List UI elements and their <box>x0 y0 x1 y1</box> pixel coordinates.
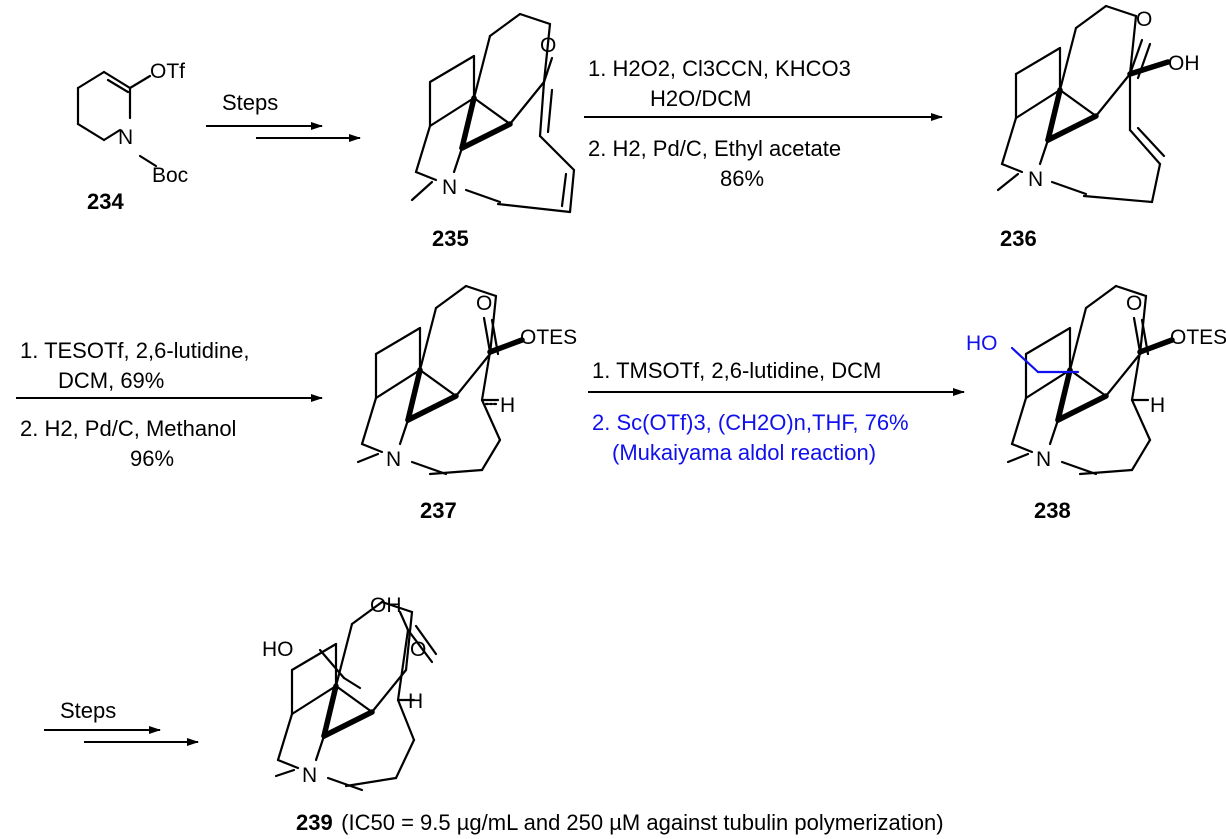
reaction-arrow-3: 1. TESOTf, 2,6-lutidine, DCM, 69% 2. H2,… <box>16 338 323 471</box>
compound-number-239: 239 <box>296 810 333 835</box>
compound-number-235: 235 <box>432 226 469 251</box>
atom-otes: OTES <box>1170 326 1226 349</box>
atom-h: H <box>408 690 423 713</box>
atom-o: O <box>476 292 492 315</box>
conditions-3-line-4: 96% <box>130 446 174 471</box>
atom-n: N <box>386 448 401 471</box>
atom-n: N <box>302 764 317 787</box>
caption-239: 239 (IC50 = 9.5 µg/mL and 250 µM against… <box>296 810 944 835</box>
conditions-3-line-1: 1. TESOTf, 2,6-lutidine, <box>20 338 249 363</box>
compound-237: O OTES H N 237 <box>356 286 577 523</box>
atom-ho: HO <box>262 638 294 661</box>
compound-239: OH HO O H N <box>262 594 438 790</box>
compound-234: OTf N Boc 234 <box>76 60 188 214</box>
compound-number-234: 234 <box>87 189 124 214</box>
reaction-arrow-4: 1. TMSOTf, 2,6-lutidine, DCM 2. Sc(OTf)3… <box>588 358 965 465</box>
atom-h: H <box>500 394 515 417</box>
atom-otf: OTf <box>150 60 185 83</box>
conditions-4-line-1: 1. TMSOTf, 2,6-lutidine, DCM <box>592 358 881 383</box>
atom-oh: OH <box>1168 52 1200 75</box>
conditions-2-line-2: H2O/DCM <box>650 86 751 111</box>
atom-ho-blue: HO <box>966 332 998 355</box>
reaction-arrow-1: Steps <box>206 90 361 142</box>
conditions-3-line-3: 2. H2, Pd/C, Methanol <box>20 416 236 441</box>
arrow-1-label: Steps <box>222 90 278 115</box>
atom-oh: OH <box>370 594 402 617</box>
atom-n: N <box>1028 168 1043 191</box>
caption-text: 239 (IC50 = 9.5 µg/mL and 250 µM against… <box>296 810 944 835</box>
conditions-2-line-4: 86% <box>720 166 764 191</box>
reaction-arrow-5: Steps <box>44 698 199 746</box>
conditions-2-line-1: 1. H2O2, Cl3CCN, KHCO3 <box>588 56 851 81</box>
atom-o: O <box>540 34 556 57</box>
atom-n: N <box>442 176 457 199</box>
atom-otes: OTES <box>520 326 577 349</box>
atom-o: O <box>1126 292 1142 315</box>
atom-h: H <box>1150 394 1165 417</box>
atom-boc: Boc <box>152 164 188 187</box>
conditions-4-line-2: 2. Sc(OTf)3, (CH2O)n,THF, 76% <box>592 410 909 435</box>
caption-activity: (IC50 = 9.5 µg/mL and 250 µM against tub… <box>341 810 943 835</box>
atom-n: N <box>118 126 133 149</box>
compound-number-237: 237 <box>420 498 457 523</box>
compound-236: O OH N 236 <box>996 6 1200 251</box>
atom-n: N <box>1036 448 1051 471</box>
reaction-arrow-2: 1. H2O2, Cl3CCN, KHCO3 H2O/DCM 2. H2, Pd… <box>584 56 943 191</box>
atom-o: O <box>1136 8 1152 31</box>
compound-number-238: 238 <box>1034 498 1071 523</box>
compound-238: HO O OTES H N 238 <box>966 286 1226 523</box>
compound-number-236: 236 <box>1000 226 1037 251</box>
atom-o: O <box>410 638 426 661</box>
arrow-5-label: Steps <box>60 698 116 723</box>
conditions-3-line-2: DCM, 69% <box>58 368 164 393</box>
compound-235: O N 235 <box>410 14 576 251</box>
conditions-4-line-3: (Mukaiyama aldol reaction) <box>612 440 876 465</box>
conditions-2-line-3: 2. H2, Pd/C, Ethyl acetate <box>588 136 841 161</box>
